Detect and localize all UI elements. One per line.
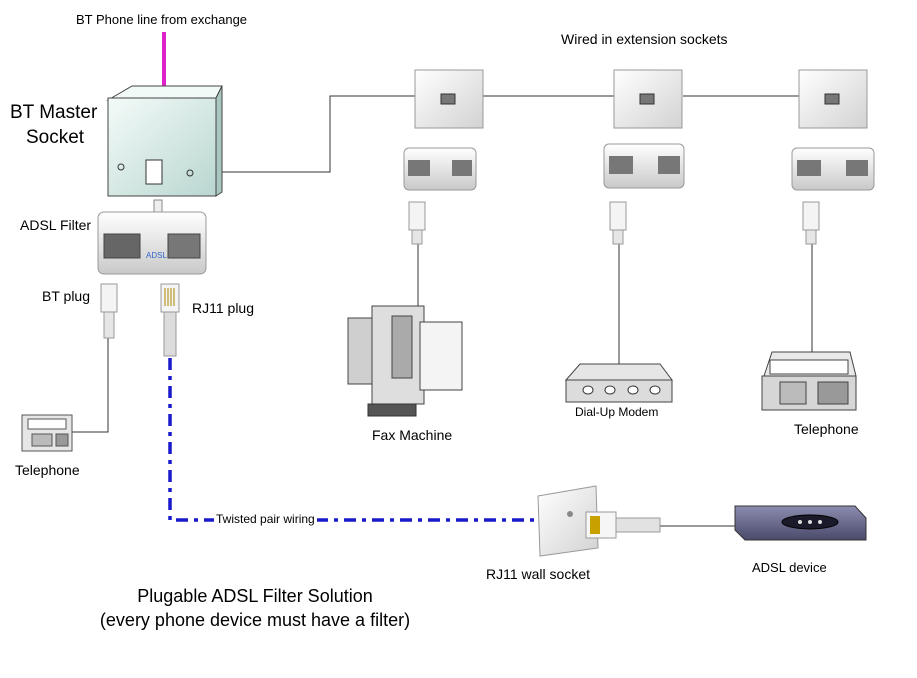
telephone-right-label: Telephone (794, 421, 859, 437)
telephone-left-label: Telephone (15, 462, 80, 478)
fax-machine-label: Fax Machine (372, 427, 453, 443)
caption-line1: Plugable ADSL Filter Solution (137, 586, 373, 606)
extension-socket-2 (613, 69, 683, 129)
telephone-right-device (761, 351, 857, 411)
filter-brand-text: ADSL (146, 251, 167, 260)
bt-plug (100, 283, 118, 339)
extension-socket-1 (414, 69, 484, 129)
twisted-pair-wiring (168, 358, 545, 522)
extension-plug-2 (609, 201, 627, 245)
rj11-wall-socket-device (537, 485, 661, 557)
master-socket (106, 85, 223, 197)
adsl-filter-left: ADSL (97, 199, 207, 275)
extension-filter-3 (791, 147, 875, 191)
extension-wire (216, 95, 415, 173)
adsl-filter-label: ADSL Filter (20, 217, 92, 233)
extension-filter-1 (403, 147, 477, 191)
dialup-modem-label: Dial-Up Modem (575, 405, 659, 419)
adsl-device-box (734, 505, 867, 541)
fax-machine-device (347, 305, 463, 417)
bt-plug-label: BT plug (42, 288, 90, 304)
extension-plug-3 (802, 201, 820, 245)
rj11-wall-socket-label: RJ11 wall socket (486, 566, 591, 582)
master-socket-label-line1: BT Master (10, 102, 98, 123)
extension-plug-1 (408, 201, 426, 245)
rj11-plug (160, 283, 180, 357)
telephone-left-device (21, 414, 73, 452)
rj11-plug-label: RJ11 plug (192, 300, 255, 316)
master-socket-label-line2: Socket (26, 127, 85, 148)
extension-socket-3 (798, 69, 868, 129)
twisted-pair-label: Twisted pair wiring (214, 512, 317, 526)
extension-filter-2 (603, 143, 685, 189)
adsl-device-label: ADSL device (752, 560, 827, 575)
caption-line2: (every phone device must have a filter) (99, 610, 411, 630)
telephone-left-cord (72, 336, 109, 433)
exchange-line-label: BT Phone line from exchange (76, 12, 248, 27)
extension-sockets-label: Wired in extension sockets (561, 31, 728, 47)
dialup-modem-device (564, 363, 673, 403)
